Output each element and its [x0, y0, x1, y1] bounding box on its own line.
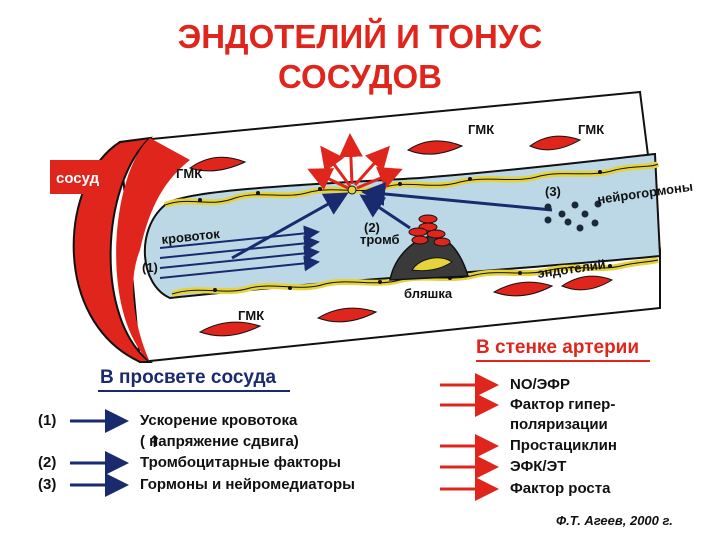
thrombus-label: тромб — [360, 232, 400, 247]
wall-legend-arrows — [440, 373, 499, 501]
smc-label-top-left: ГМК — [176, 166, 202, 181]
marker-2-label: (2) — [364, 220, 380, 235]
title-line-1: ЭНДОТЕЛИЙ И ТОНУС — [177, 18, 543, 55]
shear-arrow — [231, 192, 349, 260]
wall-legend-item-3: Простациклин — [510, 437, 617, 454]
smc-label-top-right: ГМК — [578, 122, 604, 137]
title-line-2: СОСУДОВ — [278, 58, 442, 95]
lumen-legend-item-2: Тромбоцитарные факторы — [140, 454, 341, 471]
credit: Ф.Т. Агеев, 2000 г. — [556, 513, 673, 528]
wall-legend-item-2: Фактор гипер- — [510, 396, 616, 413]
marker-3-label: (3) — [545, 184, 561, 199]
neurohormone-arrow — [361, 182, 553, 212]
lumen-legend-marker-1: (1) — [38, 412, 57, 429]
lumen-legend-item-1-cont: ( напряжение сдвига) — [140, 433, 299, 450]
release-point — [347, 185, 357, 195]
lumen-legend-item-3: Гормоны и нейромедиаторы — [140, 476, 355, 493]
wall-legend-item-1: NO/ЭФР — [510, 376, 570, 393]
vessel-label-box — [50, 160, 116, 194]
smooth-muscle-cells — [188, 135, 614, 337]
neurohormone-particles — [544, 200, 602, 232]
blood-flow-arrows — [159, 225, 320, 279]
up-arrow-icon: ↑ — [148, 432, 162, 451]
vessel-cross-section-inner — [116, 138, 190, 362]
plaque-label: бляшка — [404, 286, 453, 301]
lumen-legend-heading: В просвете сосуда — [100, 367, 277, 388]
blood-flow-label: кровоток — [161, 226, 221, 247]
thrombus — [408, 214, 451, 247]
lumen-legend-marker-3: (3) — [38, 476, 57, 493]
lumen-legend-arrows — [70, 409, 129, 497]
smc-label-top-mid: ГМК — [468, 122, 494, 137]
vessel-label: сосуд — [56, 170, 100, 187]
smc-label-bottom: ГМК — [238, 308, 264, 323]
wall-legend-item-2-cont: поляризации — [510, 416, 608, 433]
wall-legend-item-5: Фактор роста — [510, 480, 611, 497]
lumen-legend-item-1: Ускорение кровотока — [140, 412, 298, 429]
marker-1-label: (1) — [142, 260, 158, 275]
wall-legend-heading: В стенке артерии — [476, 337, 640, 358]
lumen-legend-item-1-cont-text: ( напряжение сдвига) — [140, 433, 299, 450]
wall-legend-item-4: ЭФК/ЭТ — [510, 458, 567, 475]
lumen-legend-marker-2: (2) — [38, 454, 57, 471]
lumen — [144, 152, 662, 300]
